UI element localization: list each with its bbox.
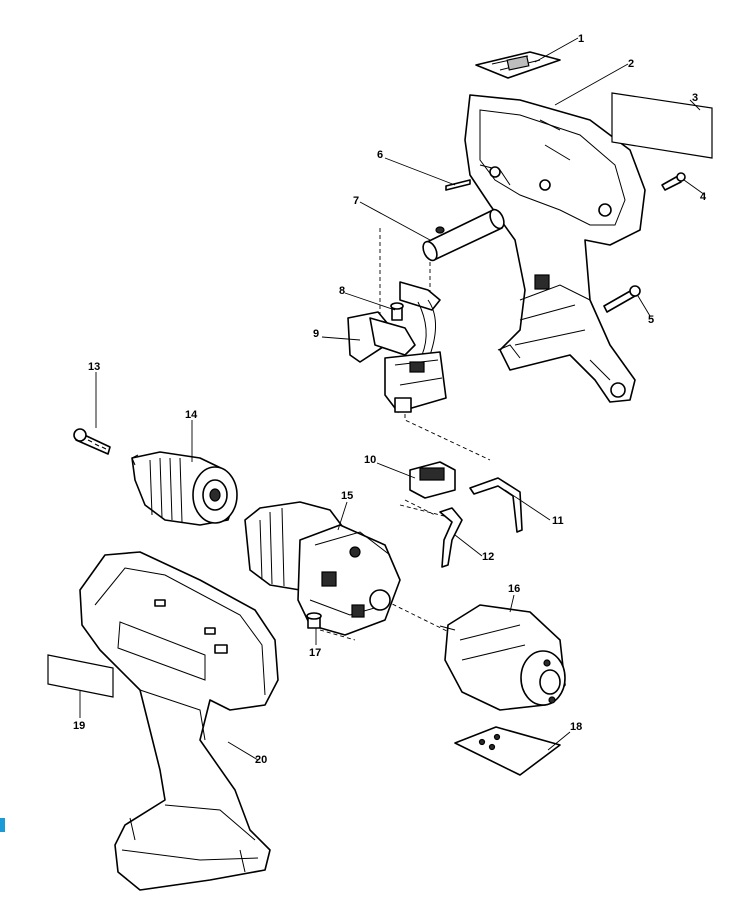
part-17-screw — [306, 612, 322, 629]
part-13-bolt — [73, 428, 111, 455]
part-10-holder — [409, 461, 456, 499]
part-7-cylinder — [422, 208, 505, 262]
part-9-switch — [347, 281, 447, 413]
part-number-17: 17 — [309, 647, 321, 659]
part-14-chuck — [131, 451, 238, 526]
part-11-spring-plate — [469, 477, 523, 533]
part-number-6: 6 — [377, 149, 383, 161]
part-1-plate — [475, 51, 561, 79]
part-16-motor — [439, 604, 566, 711]
part-8-screw — [390, 302, 404, 321]
part-number-13: 13 — [88, 361, 100, 373]
part-number-2: 2 — [628, 58, 634, 70]
part-number-11: 11 — [552, 515, 564, 527]
part-number-15: 15 — [341, 490, 353, 502]
part-19-label — [47, 654, 114, 698]
part-number-20: 20 — [255, 754, 267, 766]
part-12-clip — [439, 507, 463, 568]
part-15-gearbox — [244, 501, 401, 636]
part-number-5: 5 — [648, 314, 654, 326]
part-number-9: 9 — [313, 328, 319, 340]
part-number-7: 7 — [353, 195, 359, 207]
part-number-18: 18 — [570, 721, 582, 733]
part-3-label — [611, 92, 713, 159]
part-number-19: 19 — [73, 720, 85, 732]
part-number-16: 16 — [508, 583, 520, 595]
part-5-screw — [603, 285, 641, 313]
edge-mark — [0, 818, 5, 832]
part-6-pin — [445, 179, 471, 191]
leader-lines — [79, 37, 706, 761]
part-18-plate — [454, 726, 561, 776]
part-number-4: 4 — [700, 191, 707, 203]
part-number-12: 12 — [482, 551, 494, 563]
part-2-housing-half — [464, 94, 646, 403]
part-20-housing — [79, 551, 279, 891]
part-number-8: 8 — [339, 285, 345, 297]
part-number-1: 1 — [578, 33, 584, 45]
part-number-14: 14 — [185, 409, 198, 421]
part-4-screw — [661, 172, 686, 191]
part-number-10: 10 — [364, 454, 376, 466]
part-number-3: 3 — [692, 92, 698, 104]
part-number-labels: 1 2 3 4 5 6 7 8 9 10 11 12 13 14 15 16 1… — [73, 33, 707, 766]
